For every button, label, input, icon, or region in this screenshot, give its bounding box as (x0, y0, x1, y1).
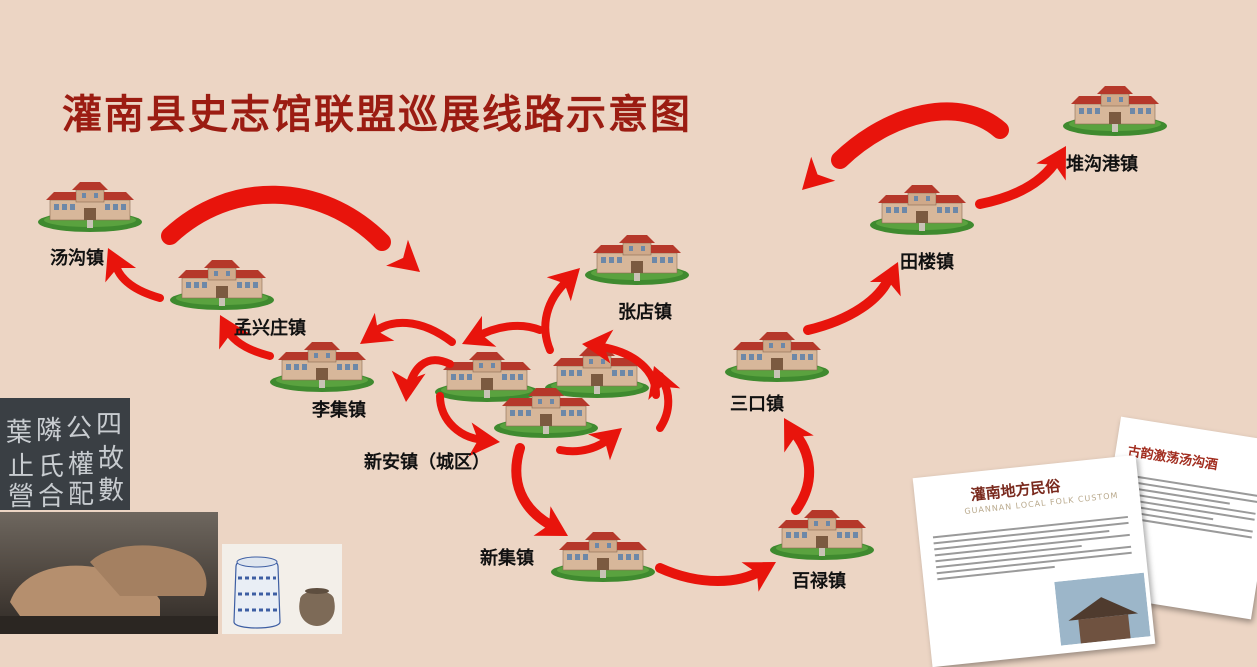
ceramic-jars-image (222, 544, 342, 634)
route-arrow-xinji-bailu (655, 563, 767, 586)
town-label-tanggou: 汤沟镇 (50, 248, 104, 269)
route-arrow-bailu-sankou (787, 425, 814, 515)
museum-icon-tianlou (869, 184, 975, 236)
town-label-duigougang: 堆沟港镇 (1066, 154, 1138, 175)
town-label-mengxingzhuang: 孟兴庄镇 (234, 318, 306, 339)
town-label-sankou: 三口镇 (730, 394, 784, 415)
seal-glyph: 權 (68, 450, 95, 480)
pagoda-photo (1054, 572, 1151, 646)
museum-icon-zhangdian (584, 234, 690, 286)
museum-icon-bailu (769, 509, 875, 561)
seal-glyph: 數 (98, 476, 125, 506)
seal-glyph: 營 (8, 482, 35, 512)
seal-glyph: 公 (66, 414, 93, 444)
seal-glyph: 葉 (6, 418, 33, 448)
museum-icon-liji (269, 341, 375, 393)
town-label-xinji: 新集镇 (480, 548, 534, 569)
route-arrow-top-right (831, 102, 1009, 169)
museum-icon-mengxingzhuang (169, 259, 275, 311)
town-label-zhangdian: 张店镇 (618, 302, 672, 323)
route-arrow-center-loop-1 (470, 321, 544, 342)
stone-beast-photo (0, 512, 218, 634)
route-diagram (37, 85, 1168, 592)
town-label-xinan: 新安镇（城区） (364, 452, 490, 473)
museum-icon-duigougang (1062, 85, 1168, 137)
route-arrow-xinan-xinji (511, 443, 561, 533)
town-label-liji: 李集镇 (312, 400, 366, 421)
town-label-tianlou: 田楼镇 (900, 252, 954, 273)
museum-icon-xinji (550, 531, 656, 583)
seal-glyph: 故 (98, 444, 125, 474)
museum-icon-xinan-1 (434, 351, 540, 403)
seal-glyph: 四 (96, 410, 123, 440)
museum-icon-tanggou (37, 181, 143, 233)
route-arrow-xinan-liji (368, 318, 456, 346)
page-title: 灌南县史志馆联盟巡展线路示意图 (62, 92, 692, 138)
seal-glyph: 合 (38, 482, 65, 512)
route-arrow-top-left (161, 185, 391, 251)
seal-glyph: 配 (68, 480, 95, 510)
route-arrow-sankou-tianlou (803, 271, 895, 335)
route-arrow-center-loop-2 (541, 276, 572, 354)
poster-folk-text (932, 515, 1133, 584)
stone-inscription-image: 葉 隣 公 四 止 氏 權 故 營 合 配 數 (0, 398, 130, 512)
poster-folk: 灌南地方民俗 GUANNAN LOCAL FOLK CUSTOM (912, 454, 1156, 667)
seal-glyph: 止 (8, 452, 35, 482)
museum-icon-sankou (724, 331, 830, 383)
seal-glyph: 氏 (38, 452, 65, 482)
route-arrow-tianlou-duigou (975, 153, 1063, 209)
town-label-bailu: 百禄镇 (792, 571, 846, 592)
poster-wine-title: 古韵激荡汤沟酒 (1126, 444, 1219, 474)
seal-glyph: 隣 (36, 416, 63, 446)
